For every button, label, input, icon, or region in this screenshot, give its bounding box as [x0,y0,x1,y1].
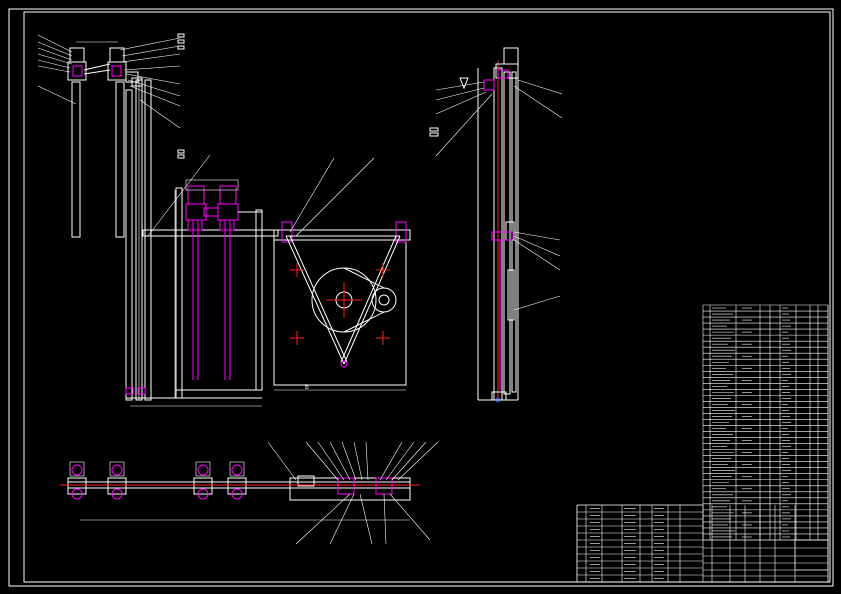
left-column-5 [144,79,152,401]
leaders-top-left [37,34,181,129]
belt-top [343,267,385,289]
vertical-dimension [147,154,211,237]
motor-flange-2 [131,77,143,87]
motor-link-2 [83,69,111,75]
motor-head-1-base [67,61,87,81]
foot-2 [137,387,146,395]
side-top-motor [503,47,519,65]
top-bar-right-end [395,221,407,243]
left-column-3 [125,89,133,401]
pivot-bottom [340,360,348,368]
centerline-marks [290,263,390,345]
side-top-motor-base [495,63,519,79]
side-leaders [435,79,563,311]
triangle-right-2 [340,235,397,363]
top-view-gear [297,475,315,487]
motor-link [83,63,111,71]
foot-1 [125,387,134,395]
top-view-pink-block-2 [375,477,393,495]
top-view [60,441,439,545]
motor-head-2-base [107,61,127,81]
dimension-mark: b [305,384,309,391]
side-small-marks [429,127,439,137]
leader-marks-top-right [177,33,185,159]
sheet-border-outer [8,8,834,587]
motor-head-2 [109,47,125,63]
belt-bottom [343,311,385,333]
title-block [576,305,829,583]
side-column-2 [503,71,511,395]
support-plate-left [175,187,183,399]
motor-head-1 [69,47,85,63]
front-view [37,33,279,407]
top-view-pink-block-1 [337,477,355,495]
sheet-border-inner [23,11,831,583]
left-column-2 [115,81,125,238]
triangle-left-2 [289,235,348,363]
side-cone [459,77,469,90]
left-column-1 [71,81,81,238]
triangle-left [285,235,345,365]
parts-list-table [702,304,829,541]
title-block-name-cell [794,539,829,571]
wheel-mechanism-view: b [273,157,411,391]
middle-outline [185,179,239,191]
side-slider [507,269,515,321]
middle-drive-assembly [185,185,239,380]
top-view-leaders [267,441,439,545]
leader-2 [295,157,375,237]
small-pulley-hub [378,294,390,306]
leader-1 [289,157,335,233]
side-view [429,47,563,403]
top-bar [273,229,411,241]
side-top-pink-2 [483,79,495,91]
main-beam [142,229,279,237]
side-clamp-pink [491,231,513,241]
mechanism-frame [273,239,407,386]
support-plate-right [255,209,263,391]
top-view-units [67,461,247,500]
motor-head-2-pink [111,65,122,77]
top-bar-left-end [281,221,293,243]
motor-head-1-pink [72,65,83,77]
side-top-pink [497,69,509,79]
